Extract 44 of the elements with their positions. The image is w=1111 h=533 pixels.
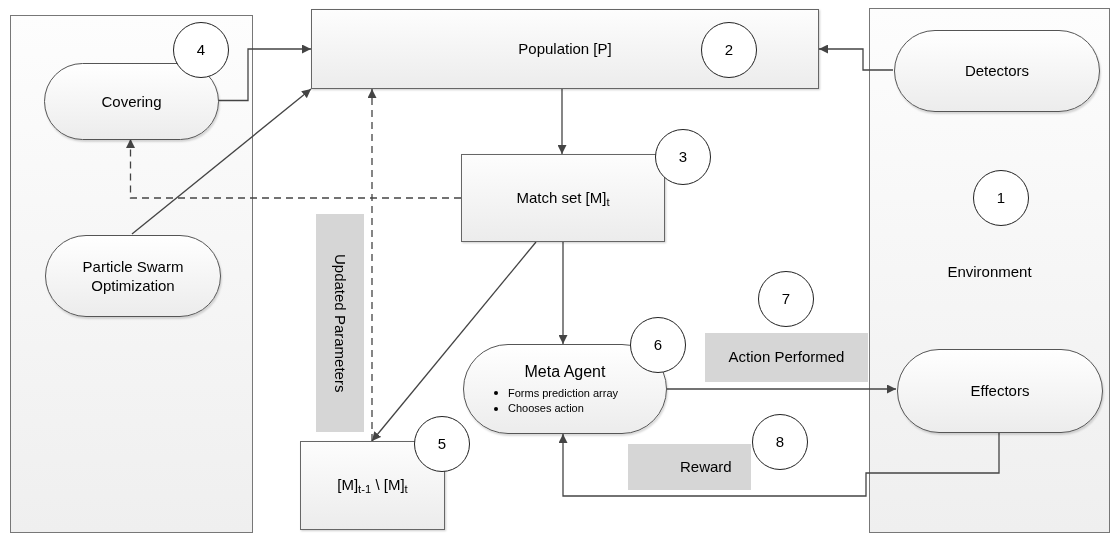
node-label: Action Performed	[728, 347, 845, 368]
bullet-item: Forms prediction array	[508, 385, 619, 401]
arrow	[557, 88, 567, 155]
node-label: Population [P]	[518, 38, 612, 59]
arrow	[217, 44, 312, 102]
panel-title: Environment	[947, 262, 1032, 282]
process-capsule	[894, 30, 1100, 112]
process-box	[300, 441, 445, 530]
node-label: Particle Swarm Optimization	[81, 256, 185, 296]
arrow	[666, 384, 897, 394]
vertical-label: Updated Parameters	[331, 253, 351, 393]
step-number: 3	[678, 146, 688, 167]
step-number: 1	[996, 187, 1006, 208]
arrow	[558, 241, 568, 345]
arrow	[371, 241, 537, 442]
node-label: Covering	[101, 91, 162, 112]
step-number: 8	[775, 431, 785, 452]
node-label: Reward	[680, 456, 732, 477]
process-box	[311, 9, 819, 89]
arrow	[818, 44, 894, 71]
node-label: Detectors	[964, 61, 1030, 81]
panel	[10, 15, 253, 533]
process-capsule	[44, 63, 219, 140]
environment-panel	[869, 8, 1110, 533]
step-number: 5	[437, 433, 447, 454]
label-box	[316, 214, 364, 432]
arrow	[131, 88, 312, 235]
step-number: 2	[724, 39, 734, 60]
process-capsule	[45, 235, 221, 317]
step-number: 4	[196, 39, 206, 60]
node-label: [M]$_{t-1}$ \ [M]$_{t}$	[337, 475, 408, 497]
step-number: 7	[781, 288, 791, 309]
label-box	[628, 444, 751, 490]
dashed-arrow	[126, 138, 462, 199]
process-capsule	[897, 349, 1103, 433]
step-number: 6	[653, 334, 663, 355]
bullet-item: Chooses action	[508, 401, 584, 416]
node-title: Meta Agent	[524, 361, 606, 382]
node-label: Effectors	[970, 381, 1030, 401]
node-label: Match set [M]$_{t}$	[516, 187, 610, 210]
arrow	[558, 431, 1000, 497]
process-box	[461, 154, 665, 242]
dashed-arrow	[367, 88, 377, 442]
label-box	[705, 333, 868, 382]
